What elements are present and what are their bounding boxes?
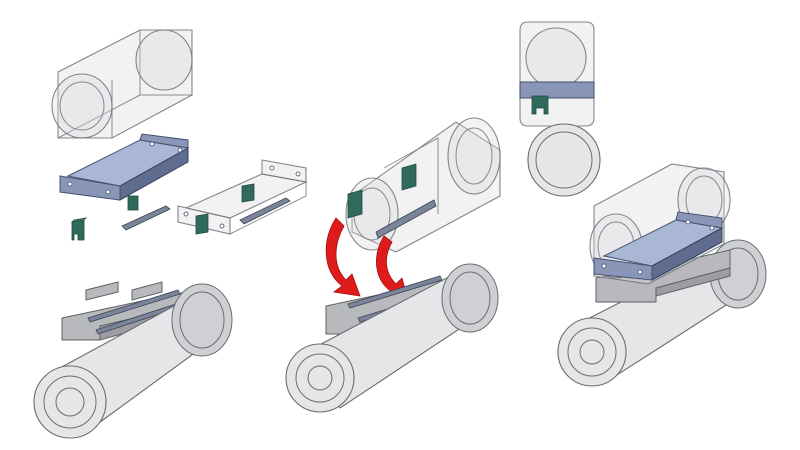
end-view-detail: [519, 21, 601, 197]
step-2-lower-onto-base: [285, 117, 501, 413]
transparent-bracket: [177, 159, 308, 235]
green-clips-attached: [347, 163, 437, 239]
pipe: [33, 283, 233, 439]
blue-bracket: [593, 211, 724, 281]
green-clip: [70, 217, 88, 241]
mounting-rail: [121, 205, 171, 231]
step-3-assembled: [557, 163, 767, 387]
blue-bracket: [59, 133, 190, 211]
pipe: [285, 263, 499, 413]
step-1-exploded-parts: [33, 29, 308, 439]
transparent-housing-tilted: [345, 117, 501, 253]
red-arrow-left: [325, 217, 361, 297]
transparent-housing: [51, 29, 193, 139]
